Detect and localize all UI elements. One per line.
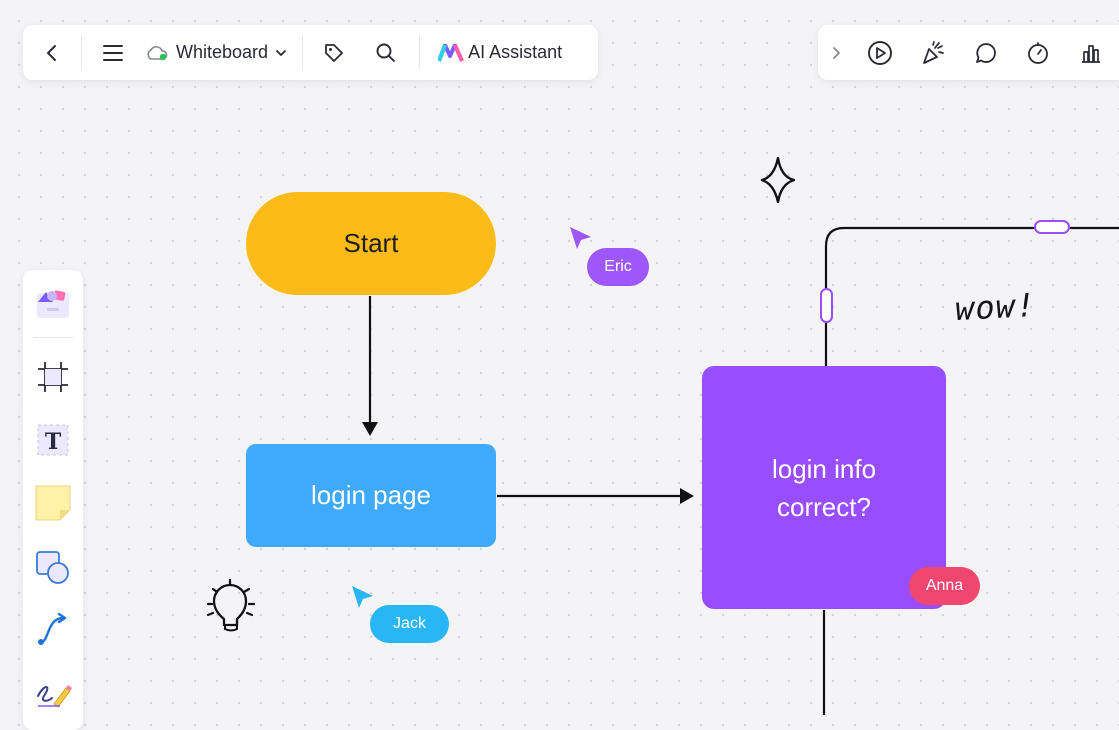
- start-label: Start: [343, 228, 399, 258]
- connector-tool[interactable]: [23, 605, 83, 655]
- template-icon: [37, 290, 69, 318]
- expand-toolbar-button[interactable]: [818, 25, 854, 80]
- celebrate-button[interactable]: [906, 25, 960, 80]
- pen-icon: [37, 685, 72, 708]
- celebrate-icon: [923, 40, 944, 64]
- collaborator-label-eric: Eric: [587, 248, 649, 286]
- chevron-down-icon: [276, 49, 286, 56]
- search-icon: [376, 43, 396, 62]
- menu-button[interactable]: [82, 25, 144, 80]
- handwritten-annotation[interactable]: wow!: [954, 285, 1038, 329]
- login-page-label: login page: [311, 480, 431, 510]
- collab-toolbar: [818, 25, 1119, 80]
- search-button[interactable]: [365, 25, 407, 80]
- vote-button[interactable]: [1064, 25, 1118, 80]
- board-title-dropdown[interactable]: Whiteboard: [144, 42, 302, 63]
- divider: [81, 35, 82, 70]
- ai-logo-icon: [438, 43, 464, 62]
- lightbulb-sticker: [206, 578, 256, 632]
- comment-button[interactable]: [960, 25, 1012, 80]
- connector-handle: [1034, 220, 1070, 234]
- board-title: Whiteboard: [176, 42, 269, 62]
- back-button[interactable]: [23, 25, 81, 80]
- text-icon: T: [37, 424, 69, 456]
- text-tool[interactable]: T: [23, 415, 83, 465]
- collaborator-label-anna: Anna: [909, 567, 980, 605]
- cloud-synced-icon: [147, 45, 168, 60]
- check-yes-connector: [824, 226, 1119, 366]
- templates-tool[interactable]: [23, 277, 83, 327]
- expand-chevron-icon: [833, 46, 840, 59]
- play-icon: [868, 40, 892, 65]
- connector-handle: [820, 288, 833, 323]
- login-check-label-line1: login info: [771, 453, 877, 484]
- creation-toolbar: T: [23, 270, 83, 730]
- timer-icon: [1028, 41, 1048, 64]
- chevron-left-icon: [47, 44, 56, 61]
- jack-cursor: [352, 586, 373, 608]
- tag-button[interactable]: [303, 25, 365, 80]
- ai-assistant-button[interactable]: AI Assistant: [420, 25, 562, 80]
- divider: [419, 35, 421, 70]
- login-check-node[interactable]: login info correct?: [702, 366, 946, 609]
- present-button[interactable]: [854, 25, 906, 80]
- shape-icon: [36, 551, 69, 584]
- ai-assistant-label: AI Assistant: [468, 42, 563, 62]
- top-toolbar: Whiteboard AI Assistant: [23, 25, 598, 80]
- divider: [33, 337, 73, 338]
- connector-icon: [38, 612, 67, 645]
- connector-lines: [206, 156, 1119, 715]
- start-node[interactable]: Start: [246, 192, 496, 295]
- vote-icon: [1082, 44, 1100, 63]
- pen-tool[interactable]: [23, 668, 83, 718]
- sticky-note-icon: [35, 485, 71, 521]
- tag-icon: [325, 43, 343, 62]
- hamburger-menu-icon: [103, 44, 123, 61]
- frame-icon: [38, 362, 68, 392]
- login-check-label-line2: correct?: [777, 491, 871, 522]
- divider: [302, 35, 304, 70]
- sticky-note-tool[interactable]: [23, 478, 83, 528]
- login-page-node[interactable]: login page: [246, 444, 496, 547]
- collaborator-label-jack: Jack: [370, 605, 449, 643]
- shape-tool[interactable]: [23, 542, 83, 592]
- frame-tool[interactable]: [23, 352, 83, 402]
- eric-cursor: [570, 227, 591, 249]
- sparkle-sticker: [760, 156, 796, 204]
- text-tool-glyph: T: [45, 429, 62, 455]
- comment-icon: [976, 42, 996, 63]
- timer-button[interactable]: [1012, 25, 1064, 80]
